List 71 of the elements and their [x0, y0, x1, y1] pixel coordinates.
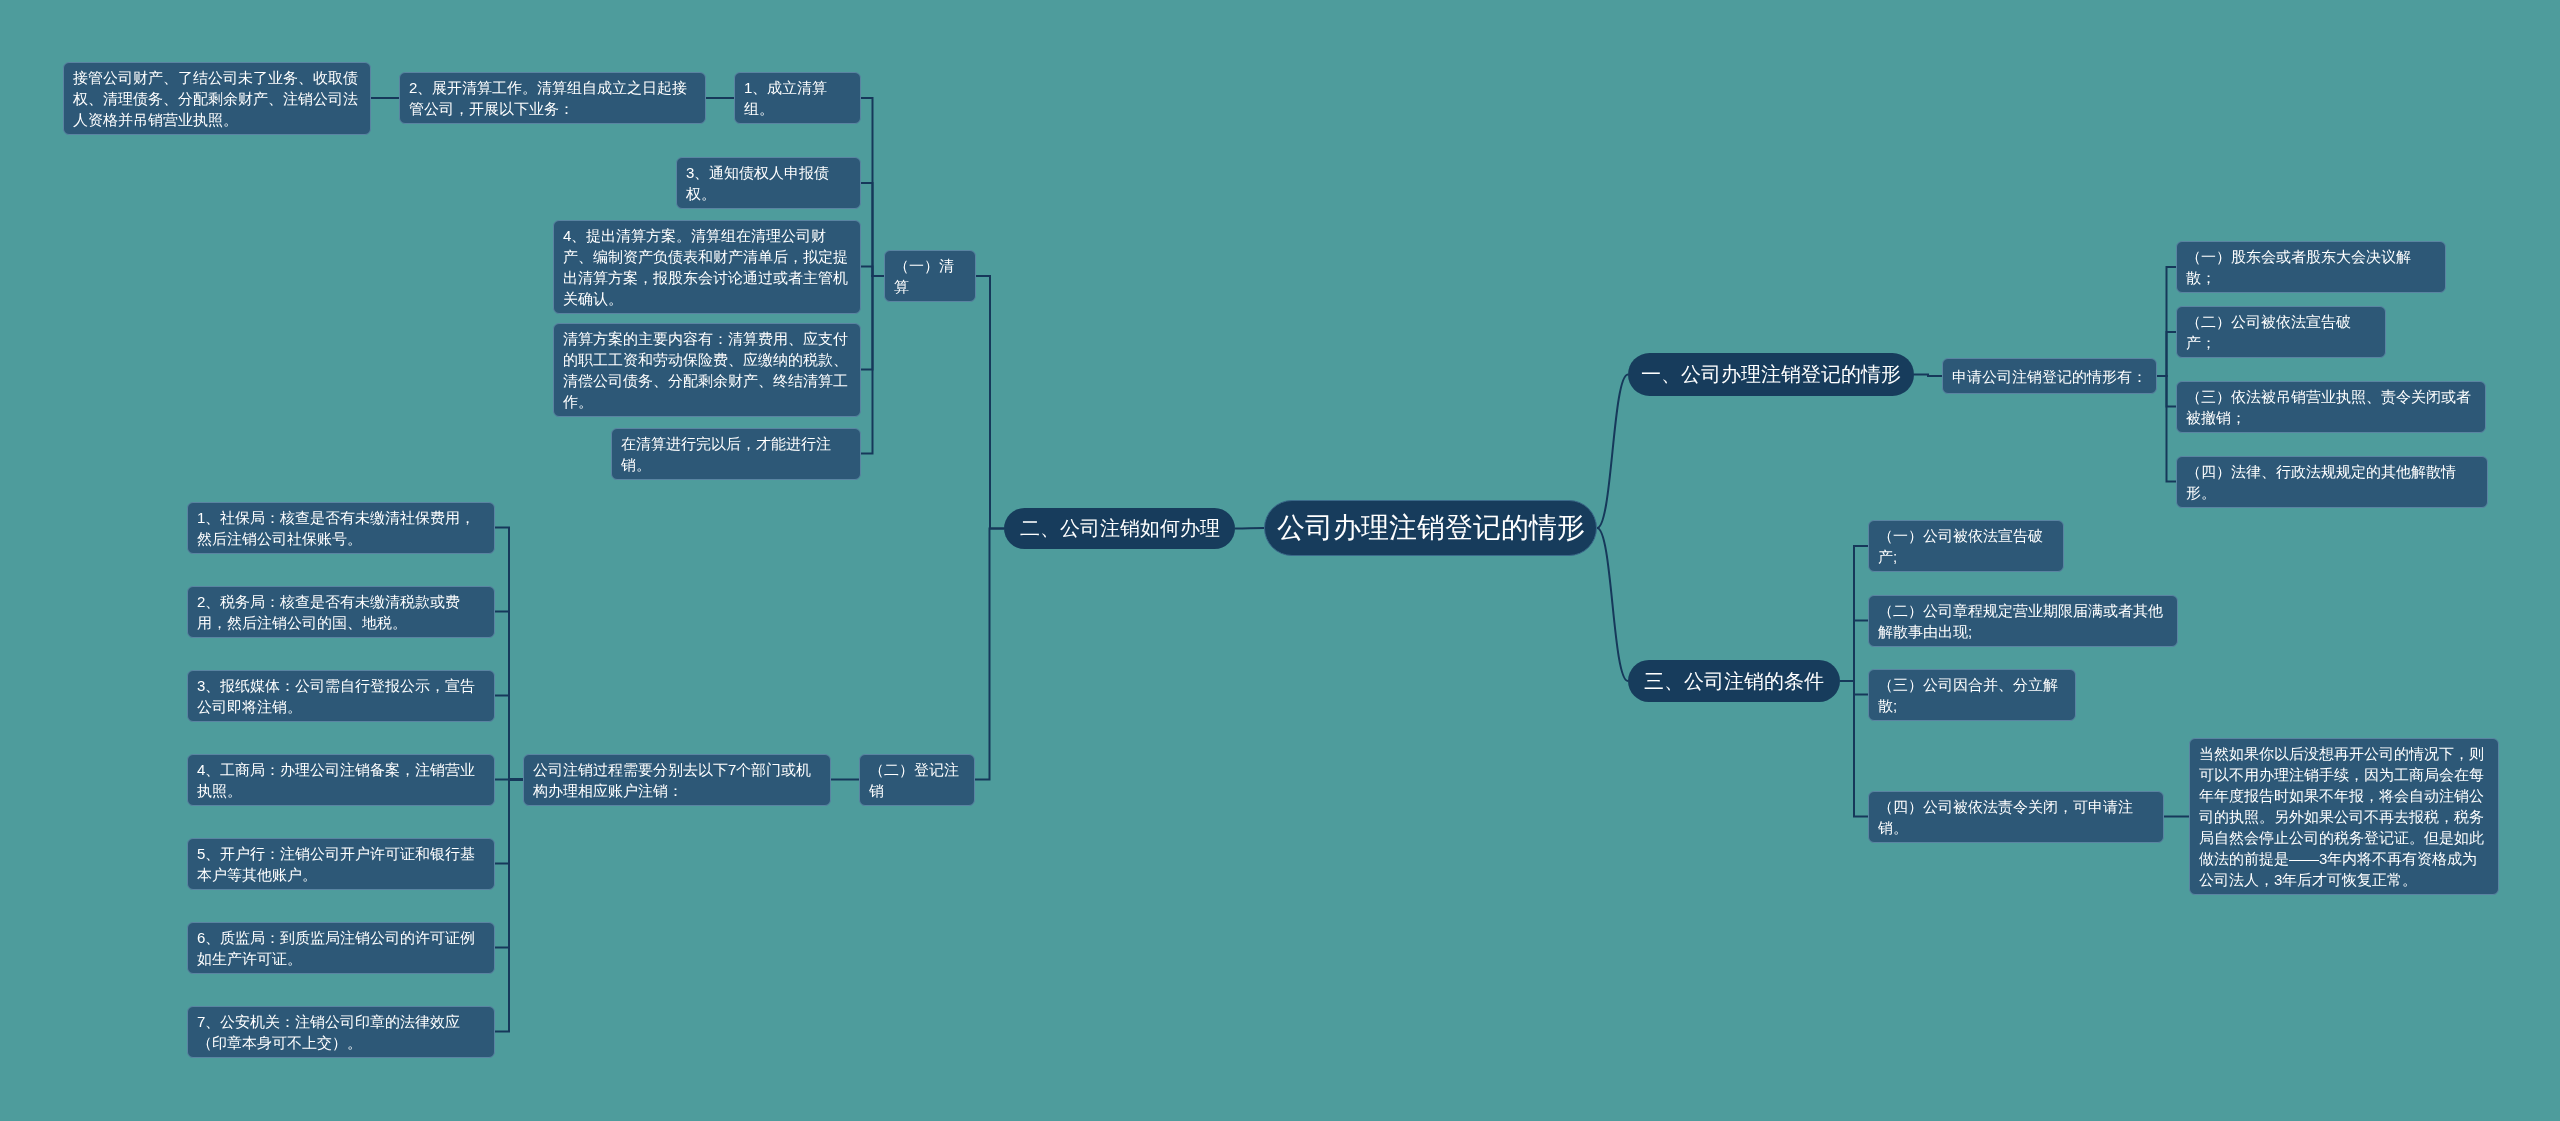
- topic-box: [187, 501, 495, 554]
- topic-text: 申请公司注销登记的情形有：: [1952, 366, 2147, 387]
- topic-box: [63, 61, 371, 135]
- topic-box: [187, 753, 495, 806]
- connector-line: [860, 275, 885, 455]
- topic-text: 二、公司注销如何办理: [1019, 516, 1220, 541]
- topic-text: 公司注销过程需要分别去以下7个部门或机构办理相应账户注销：: [533, 759, 813, 801]
- topic-box: [2176, 380, 2486, 433]
- topic-box: [676, 157, 861, 209]
- topic-text: （一）清算: [894, 256, 955, 297]
- topic-box: [2176, 306, 2386, 358]
- topic-box: [187, 669, 495, 722]
- topic-text: 2、展开清算工作。清算组自成立之日起接管公司，开展以下业务：: [409, 78, 689, 119]
- topic-text: （二）公司被依法宣告破产；: [2186, 312, 2352, 353]
- topic-text: 三、公司注销的条件: [1644, 668, 1824, 694]
- topic-box: [1868, 594, 2178, 647]
- topic-text: 4、提出清算方案。清算组在清理公司财产、编制资产负债表和财产清单后，拟定提出清算方案，报股东会讨论通过或者主管机关确认。: [563, 225, 849, 309]
- topic-box: [2176, 241, 2446, 293]
- topic-box: [187, 837, 495, 890]
- topic-text: 3、通知债权人申报债权。: [686, 163, 831, 204]
- topic-box: [2176, 455, 2488, 508]
- connector-line: [1596, 373, 1629, 529]
- topic-box: [1868, 790, 2164, 843]
- topic-text: （一）公司被依法宣告破产;: [1878, 526, 2044, 567]
- topic-box: [884, 250, 976, 302]
- topic-box: [187, 921, 495, 974]
- topic-text: 7、公安机关：注销公司印章的法律效应（印章本身可不上交）。: [197, 1011, 462, 1053]
- topic-box: [1868, 520, 2064, 572]
- topic-text: 4、工商局：办理公司注销备案，注销营业执照。: [197, 759, 477, 801]
- connector-line: [830, 778, 860, 781]
- topic-text: 1、社保局：核查是否有未缴清社保费用，然后注销公司社保账号。: [197, 507, 477, 549]
- topic-text: 5、开户行：注销公司开户许可证和银行基本户等其他账户。: [197, 843, 477, 885]
- topic-box: [553, 219, 861, 314]
- topic-box: [187, 1005, 495, 1058]
- central-topic: [1264, 500, 1597, 556]
- topic-box: [1942, 358, 2157, 394]
- topic-text: （四）法律、行政法规规定的其他解散情形。: [2186, 461, 2457, 503]
- branch-topic: [1004, 508, 1235, 549]
- topic-box: [1868, 668, 2076, 721]
- topic-text: （三）依法被吊销营业执照、责令关闭或者被撤销；: [2186, 386, 2472, 428]
- branch-topic: [1628, 353, 1914, 396]
- topic-text: 当然如果你以后没想再开公司的情况下，则可以不用办理注销手续，因为工商局会在每年年度报告时如果不年报，将会自动注销公司的执照。另外如果公司不再去报税，税务局自然会停止公司的税务登记证。但是如此做法的前提是——3年内将不再有资格成为公司法人，3年后才可恢复正常。: [2199, 744, 2485, 890]
- topic-text: 一、公司办理注销登记的情形: [1641, 362, 1901, 387]
- connector-line: [370, 97, 400, 99]
- topic-box: [611, 427, 861, 480]
- topic-text: 6、质监局：到质监局注销公司的许可证例如生产许可证。: [197, 927, 477, 969]
- topic-box: [523, 753, 831, 806]
- topic-text: 2、税务局：核查是否有未缴清税款或费用，然后注销公司的国、地税。: [197, 591, 462, 633]
- topic-box: [734, 72, 861, 124]
- topic-text: 3、报纸媒体：公司需自行登报公示，宣告公司即将注销。: [197, 675, 477, 717]
- connector-line: [1913, 373, 1943, 377]
- topic-box: [553, 322, 861, 417]
- topic-text: 接管公司财产、了结公司未了业务、收取债权、清理债务、分配剩余财产、注销公司法人资格并吊销营业执照。: [73, 67, 359, 130]
- topic-box: [187, 585, 495, 638]
- connector-line: [974, 527, 1005, 781]
- topic-text: （二）登记注销: [869, 759, 960, 801]
- topic-text: 在清算进行完以后，才能进行注销。: [621, 433, 832, 475]
- topic-text: （一）股东会或者股东大会决议解散；: [2186, 247, 2412, 288]
- topic-text: （二）公司章程规定营业期限届满或者其他解散事由出现;: [1878, 600, 2164, 642]
- topic-text: 公司办理注销登记的情形: [1276, 511, 1585, 545]
- topic-text: 1、成立清算组。: [744, 78, 829, 119]
- topic-box: [859, 753, 975, 806]
- connector-line: [705, 97, 735, 99]
- branch-topic: [1628, 660, 1840, 702]
- topic-text: （四）公司被依法责令关闭，可申请注销。: [1878, 796, 2134, 838]
- connector-line: [1234, 527, 1265, 530]
- topic-box: [399, 72, 706, 124]
- topic-text: （三）公司因合并、分立解散;: [1878, 674, 2059, 716]
- topic-text: 清算方案的主要内容有：清算费用、应支付的职工工资和劳动保险费、应缴纳的税款、清偿公司债务、分配剩余财产、终结清算工作。: [563, 328, 849, 412]
- connector-line: [2163, 815, 2190, 818]
- connector-line: [1596, 527, 1629, 682]
